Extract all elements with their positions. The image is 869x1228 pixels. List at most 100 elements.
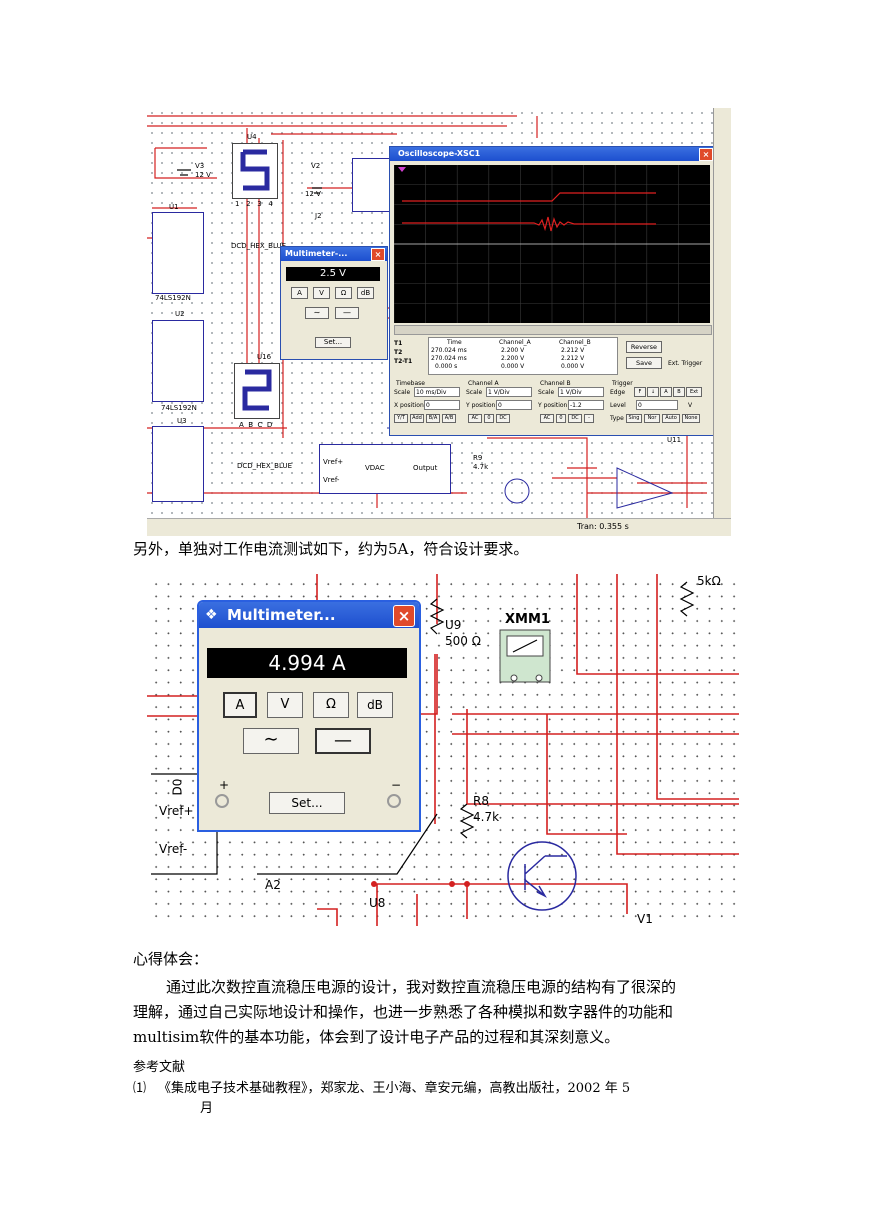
trigger-source-ext-button[interactable]: Ext (686, 387, 702, 397)
seven-segment-display-u4 (232, 143, 278, 199)
chip-u1 (152, 212, 204, 294)
trigger-source-b-button[interactable]: B (673, 387, 685, 397)
channel-b-dc-button[interactable]: DC (568, 414, 582, 423)
readout-cell: 0.000 s (435, 363, 458, 370)
mode-a-button[interactable]: A (223, 692, 257, 718)
u11-label: U11 (667, 436, 682, 444)
multimeter-display: 4.994 A (207, 648, 407, 678)
ext-trigger-label: Ext. Trigger (668, 360, 703, 367)
dc-button[interactable]: — (315, 728, 371, 754)
minus-terminal-icon[interactable] (387, 794, 401, 808)
timebase-xpos-field[interactable]: 0 (424, 400, 460, 410)
close-icon[interactable]: × (699, 148, 713, 161)
yt-button[interactable]: Y/T (394, 414, 408, 423)
r9-value: 4.7k (473, 463, 489, 471)
r8-value: 4.7k (473, 810, 500, 824)
multimeter-small-titlebar[interactable]: Multimeter-... (281, 247, 387, 261)
close-icon[interactable]: × (393, 605, 415, 627)
seven-segment-display-u16 (234, 363, 280, 419)
ab-button[interactable]: A/B (442, 414, 456, 423)
trigger-auto-button[interactable]: Auto (662, 414, 680, 423)
trigger-single-button[interactable]: Sing (626, 414, 642, 423)
readout-cell: 2.200 V (501, 347, 525, 354)
vref-plus-label: Vref+ (159, 804, 194, 818)
trigger-edge-fall-button[interactable]: ↓ (647, 387, 659, 397)
right-toolbar[interactable] (713, 108, 731, 518)
r8-label: R8 (473, 794, 489, 808)
trigger-level-label: Level (610, 402, 626, 409)
oscilloscope-titlebar[interactable]: Oscilloscope-XSC1 (390, 147, 715, 161)
readout-cell: 270.024 ms (431, 355, 467, 362)
trigger-none-button[interactable]: None (682, 414, 700, 423)
trigger-type-label: Type (610, 415, 624, 422)
reference-text-continued: 月 (200, 1101, 214, 1116)
ba-button[interactable]: B/A (426, 414, 440, 423)
scope-scrollbar[interactable] (394, 325, 712, 335)
set-button[interactable]: Set... (269, 792, 345, 814)
channel-a-ypos-label: Y position (466, 402, 496, 409)
trigger-normal-button[interactable]: Nor (644, 414, 660, 423)
mode-db-button[interactable]: dB (357, 287, 374, 299)
set-button[interactable]: Set... (315, 337, 351, 348)
mode-a-button[interactable]: A (291, 287, 308, 299)
channel-b-ypos-field[interactable]: -1.2 (568, 400, 604, 410)
reference-text: 《集成电子技术基础教程》，郑家龙、王小海、章安元编，高教出版社，2002 年 5 (158, 1081, 631, 1096)
v1-label: V1 (637, 912, 653, 926)
plus-terminal-icon[interactable] (215, 794, 229, 808)
mode-ohm-button[interactable]: Ω (335, 287, 352, 299)
trigger-edge-rise-button[interactable]: F (634, 387, 646, 397)
readout-cell: 2.212 V (561, 355, 585, 362)
scope-traces (393, 165, 710, 323)
channel-b-scale-field[interactable]: 1 V/Div (558, 387, 604, 397)
trigger-title: Trigger (612, 380, 633, 387)
vdac-label: VDAC (365, 464, 385, 472)
a2-label: A2 (265, 878, 281, 892)
readout-cell: 270.024 ms (431, 347, 467, 354)
channel-b-ac-button[interactable]: AC (540, 414, 554, 423)
readout-cell: 2.212 V (561, 347, 585, 354)
ac-button[interactable]: ∼ (243, 728, 299, 754)
readout-cell: 0.000 V (561, 363, 585, 370)
channel-b-zero-button[interactable]: 0 (556, 414, 566, 423)
schematic-screenshot-1: V3 12 V V2 12 V J2 U4 1 2 3 4 U1 74LS192… (147, 108, 731, 536)
channel-b-invert-button[interactable]: - (584, 414, 594, 423)
trigger-level-field[interactable]: 0 (636, 400, 678, 410)
channel-a-title: Channel A (468, 380, 499, 387)
channel-a-ypos-field[interactable]: 0 (496, 400, 532, 410)
readout-table: Time Channel_A Channel_B 270.024 ms 2.20… (428, 337, 618, 375)
oscilloscope-title: Oscilloscope-XSC1 (398, 149, 481, 158)
oscilloscope-window[interactable]: Oscilloscope-XSC1 × T1 T2 T2-T1 (389, 146, 716, 436)
status-bar: Tran: 0.355 s (147, 518, 731, 536)
close-icon[interactable]: × (371, 248, 385, 261)
multimeter-small-window[interactable]: Multimeter-... × 2.5 V A V Ω dB ∼ — Set.… (280, 246, 388, 360)
dc-button[interactable]: — (335, 307, 359, 319)
readout-cell: 2.200 V (501, 355, 525, 362)
vref-box (352, 158, 392, 212)
ac-button[interactable]: ∼ (305, 307, 329, 319)
channel-a-dc-button[interactable]: DC (496, 414, 510, 423)
trigger-edge-label: Edge (610, 389, 626, 396)
channel-a-scale-field[interactable]: 1 V/Div (486, 387, 532, 397)
mode-ohm-button[interactable]: Ω (313, 692, 349, 718)
save-button[interactable]: Save (626, 357, 662, 369)
channel-a-ac-button[interactable]: AC (468, 414, 482, 423)
d0-label: D0 (170, 778, 185, 796)
mode-v-button[interactable]: V (267, 692, 303, 718)
channel-a-zero-button[interactable]: 0 (484, 414, 494, 423)
reverse-button[interactable]: Reverse (626, 341, 662, 353)
add-button[interactable]: Add (410, 414, 424, 423)
multimeter-app-icon: ❖ (205, 607, 218, 623)
mode-db-button[interactable]: dB (357, 692, 393, 718)
reference-number: ⑴ (133, 1081, 147, 1096)
chip-u2 (152, 320, 204, 402)
mode-v-button[interactable]: V (313, 287, 330, 299)
multimeter-window[interactable]: ❖ Multimeter... × 4.994 A A V Ω dB ∼ — +… (197, 600, 421, 832)
timebase-title: Timebase (396, 380, 425, 387)
timebase-scale-field[interactable]: 10 ms/Div (414, 387, 460, 397)
channel-b-scale-label: Scale (538, 389, 555, 396)
vref-minus-label: Vref- (159, 842, 188, 856)
wires (147, 574, 739, 926)
trigger-source-a-button[interactable]: A (660, 387, 672, 397)
output-label: Output (413, 464, 438, 472)
multimeter-titlebar[interactable]: ❖ Multimeter... (199, 602, 419, 628)
